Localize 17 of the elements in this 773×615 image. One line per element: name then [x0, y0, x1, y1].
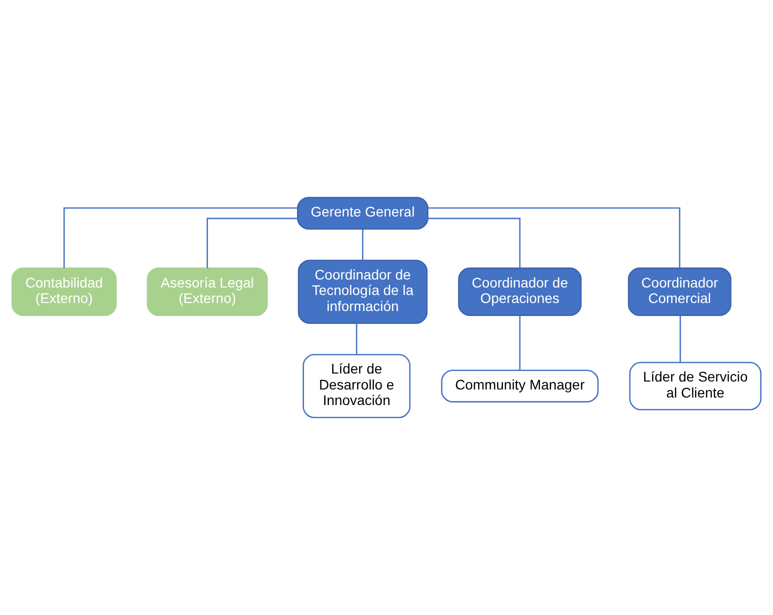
node-box: Coordinador de Operaciones: [458, 268, 582, 316]
connector: [206, 218, 298, 268]
connector: [428, 207, 680, 268]
node-box: Gerente General: [297, 196, 428, 230]
node-box: Líder de Servicio al Cliente: [629, 362, 762, 410]
connector: [428, 218, 521, 268]
node-box: Community Manager: [441, 370, 599, 402]
node-box: Asesoría Legal (Externo): [146, 268, 268, 316]
connector: [519, 316, 521, 370]
connector: [680, 316, 681, 362]
node-box: Líder de Desarrollo e Innovación: [302, 354, 410, 418]
connector: [362, 229, 364, 260]
node-box: Contabilidad (Externo): [12, 268, 117, 316]
node-box: Coordinador Comercial: [628, 268, 732, 316]
node-box: Coordinador de Tecnología de la información: [298, 260, 428, 324]
connector: [63, 207, 298, 268]
connector: [356, 323, 358, 354]
